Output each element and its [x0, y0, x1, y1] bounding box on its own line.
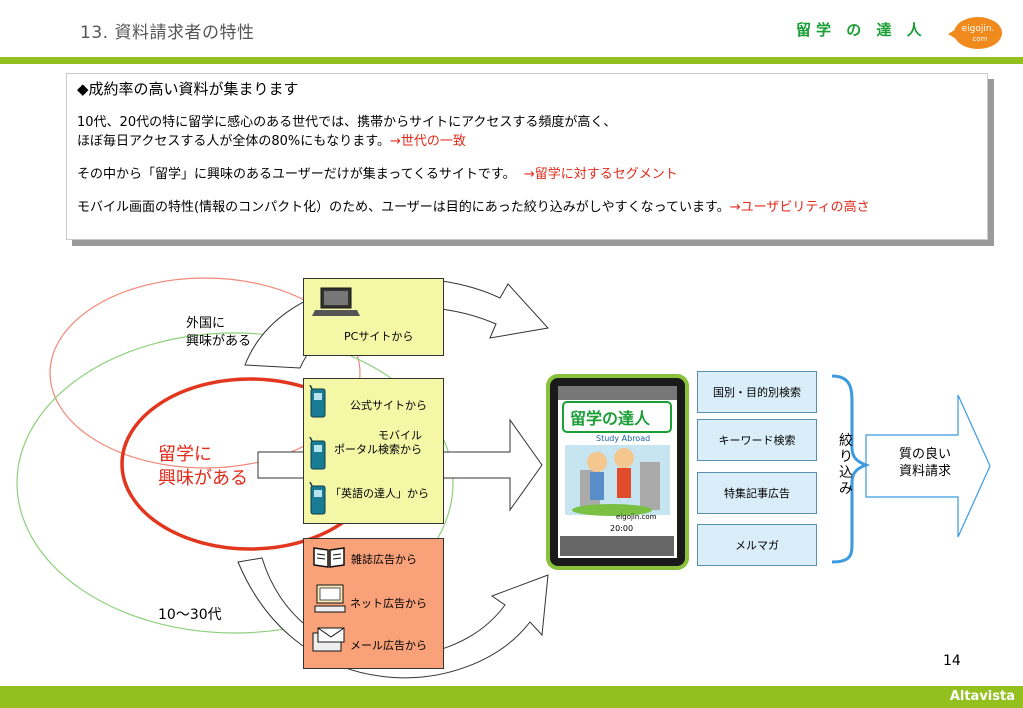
portal-search-label: ポータル検索から	[334, 443, 422, 456]
page-number: 14	[943, 653, 961, 669]
flow-diagram: 外国に 興味がある 留学に 興味がある 10～30代 PCサイトから 公式サイト…	[0, 240, 1023, 685]
result-arrow	[865, 394, 991, 538]
phone-site: eigojin.com	[616, 513, 657, 521]
logo-text-top: eigojin.	[962, 24, 995, 34]
age-group-label: 10～30代	[158, 607, 222, 623]
narrow-bracket	[831, 374, 871, 564]
foreign-interest-label: 外国に 興味がある	[186, 316, 252, 349]
intro-p1-line2: ほぼ毎日アクセスする人が全体の80%にもなります。→世代の一致	[77, 134, 466, 149]
search-mail-magazine: メルマガ	[697, 524, 817, 566]
intro-p1-line1: 10代、20代の特に留学に感心のある世代では、携帯からサイトにアクセスする頻度が…	[77, 115, 617, 130]
mobile-phone-icon	[309, 437, 326, 470]
computer-icon	[314, 584, 346, 613]
mail-ad-label: メール広告から	[350, 639, 427, 652]
ad-sources-box: 雑誌広告から ネット広告から メール広告から	[303, 538, 444, 669]
mobile-phone-icon	[309, 385, 326, 418]
foreign-interest-circle	[49, 277, 361, 469]
magazine-ad-label: 雑誌広告から	[351, 553, 417, 566]
pc-site-box: PCサイトから	[303, 278, 444, 356]
logo-text-bottom: com	[973, 35, 988, 43]
search-feature-ad: 特集記事広告	[697, 472, 817, 514]
brand-name: 留学 の 達 人	[796, 21, 927, 39]
phone-subtitle: Study Abroad	[596, 434, 651, 443]
official-site-label: 公式サイトから	[350, 399, 427, 412]
age-group-circle	[16, 332, 454, 634]
quality-request-label: 質の良い 資料請求	[898, 447, 951, 479]
intro-p2: その中から「留学」に興味のあるユーザーだけが集まってくるサイトです。 →留学に対…	[77, 167, 678, 182]
mobile-sources-box: 公式サイトから モバイル ポータル検索から 「英語の達人」から	[303, 378, 444, 524]
net-ad-label: ネット広告から	[350, 597, 427, 610]
study-interest-label: 留学に 興味がある	[158, 444, 248, 489]
footer-text: Altavista	[949, 689, 1015, 704]
eigojin-source-label: 「英語の達人」から	[330, 487, 429, 500]
page-title: 13. 資料請求者の特性	[80, 23, 255, 43]
diagram-shapes	[16, 277, 991, 679]
envelope-icon	[312, 627, 345, 652]
phone-time: 20:00	[610, 524, 634, 533]
intro-p2-note: →留学に対するセグメント	[523, 167, 678, 182]
mobile-label: モバイル	[378, 429, 422, 442]
laptop-icon	[312, 287, 360, 316]
mobile-phone-icon	[309, 482, 326, 515]
intro-p3-note: →ユーザビリティの高さ	[729, 200, 870, 215]
pc-site-label: PCサイトから	[344, 330, 414, 343]
eigojin-logo[interactable]: eigojin. com	[944, 14, 1004, 52]
intro-box: ◆成約率の高い資料が集まります 10代、20代の特に留学に感心のある世代では、携…	[66, 73, 988, 240]
phone-title: 留学の達人	[570, 409, 651, 428]
intro-p1-note: →世代の一致	[389, 134, 466, 149]
header-rule	[0, 57, 1023, 64]
intro-p3: モバイル画面の特性(情報のコンパクト化）のため、ユーザーは目的にあった絞り込みが…	[77, 200, 870, 215]
intro-heading: ◆成約率の高い資料が集まります	[77, 80, 299, 98]
footer-bar: Altavista	[0, 686, 1023, 708]
book-icon	[313, 547, 345, 568]
search-keyword: キーワード検索	[697, 419, 817, 461]
narrow-down-label: 絞 り 込 み	[839, 433, 853, 497]
search-country-purpose: 国別・目的別検索	[697, 371, 817, 413]
